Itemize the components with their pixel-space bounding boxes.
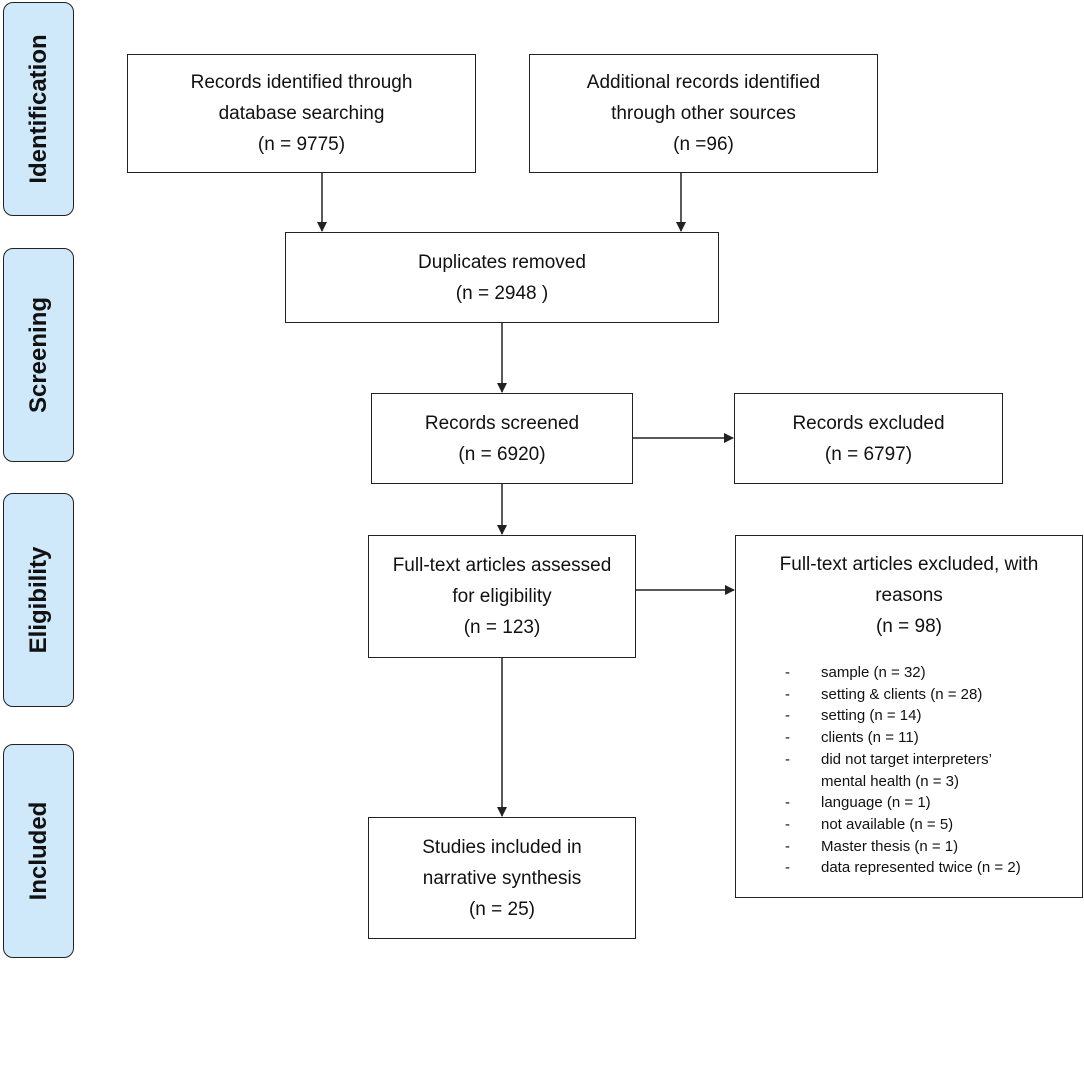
exclusion-reason-item: - sample (n = 32) — [785, 662, 1021, 684]
list-dash: - — [785, 664, 790, 681]
exclusion-reason-item: - did not target interpreters’ mental he… — [785, 749, 1021, 792]
database-records-count: (n = 9775) — [257, 134, 346, 155]
duplicates-box: Duplicates removed (n = 2948 ) — [285, 232, 719, 323]
list-dash: - — [785, 750, 790, 768]
list-dash: - — [785, 707, 790, 725]
fulltext-count: (n = 123) — [463, 617, 541, 638]
included-line2: narrative synthesis — [422, 867, 582, 889]
exclusion-reason-item: - setting & clients (n = 28) — [785, 684, 1021, 706]
exclusion-reason-text: sample (n = 32) — [821, 664, 926, 681]
fulltext-excluded-box: Full-text articles excluded, with reason… — [735, 535, 1083, 898]
included-line1: Studies included in — [422, 836, 582, 858]
phase-included: Included — [3, 744, 74, 958]
database-records-box: Records identified through database sear… — [127, 54, 476, 173]
fulltext-excluded-count: (n = 98) — [875, 616, 942, 637]
exclusion-reason-text: did not target interpreters’ — [821, 750, 992, 768]
database-records-line1: Records identified through — [190, 72, 413, 93]
exclusion-reason-text: Master thesis (n = 1) — [821, 837, 959, 855]
excluded-count: (n = 6797) — [824, 443, 913, 465]
duplicates-label: Duplicates removed — [418, 251, 586, 273]
exclusion-reason-item: - Master thesis (n = 1) — [785, 836, 1021, 858]
exclusion-reason-item: - language (n = 1) — [785, 792, 1021, 814]
exclusion-reason-text: setting & clients (n = 28) — [821, 685, 983, 703]
exclusion-reason-text: data represented twice (n = 2) — [821, 859, 1021, 877]
list-dash: - — [785, 859, 790, 877]
screened-box: Records screened (n = 6920) — [371, 393, 633, 484]
list-dash: - — [785, 729, 790, 747]
other-records-line1: Additional records identified — [586, 72, 821, 93]
phase-identification: Identification — [3, 2, 74, 216]
list-dash: - — [785, 685, 790, 703]
included-count: (n = 25) — [468, 898, 535, 920]
included-box: Studies included in narrative synthesis … — [368, 817, 636, 939]
exclusion-reason-text: clients (n = 11) — [821, 729, 919, 747]
fulltext-line1: Full-text articles assessed — [392, 555, 612, 576]
exclusion-reason-text: not available (n = 5) — [821, 815, 954, 833]
screened-label: Records screened — [424, 412, 580, 434]
fulltext-box: Full-text articles assessed for eligibil… — [368, 535, 636, 658]
screened-count: (n = 6920) — [458, 443, 546, 465]
exclusion-reason-item: - setting (n = 14) — [785, 705, 1021, 727]
fulltext-excluded-line2: reasons — [875, 585, 943, 606]
exclusion-reason-text: mental health (n = 3) — [821, 772, 959, 790]
exclusion-reasons-list: - sample (n = 32) - setting & clients (n… — [785, 662, 1021, 879]
duplicates-count: (n = 2948 ) — [455, 282, 549, 304]
database-records-line2: database searching — [218, 103, 385, 124]
phase-eligibility: Eligibility — [3, 493, 74, 707]
list-dash: - — [785, 815, 790, 833]
exclusion-reason-text: language (n = 1) — [821, 794, 931, 812]
list-dash: - — [785, 837, 790, 855]
excluded-box: Records excluded (n = 6797) — [734, 393, 1003, 484]
other-records-count: (n =96) — [673, 134, 734, 155]
fulltext-line2: for eligibility — [452, 586, 552, 607]
phase-screening: Screening — [3, 248, 74, 462]
fulltext-excluded-line1: Full-text articles excluded, with — [779, 554, 1039, 575]
other-records-box: Additional records identified through ot… — [529, 54, 878, 173]
exclusion-reason-item: - clients (n = 11) — [785, 727, 1021, 749]
exclusion-reason-text: setting (n = 14) — [821, 707, 922, 725]
exclusion-reason-item: - data represented twice (n = 2) — [785, 857, 1021, 879]
other-records-line2: through other sources — [611, 103, 796, 124]
excluded-label: Records excluded — [792, 412, 945, 434]
exclusion-reason-item: - not available (n = 5) — [785, 814, 1021, 836]
list-dash: - — [785, 794, 790, 812]
